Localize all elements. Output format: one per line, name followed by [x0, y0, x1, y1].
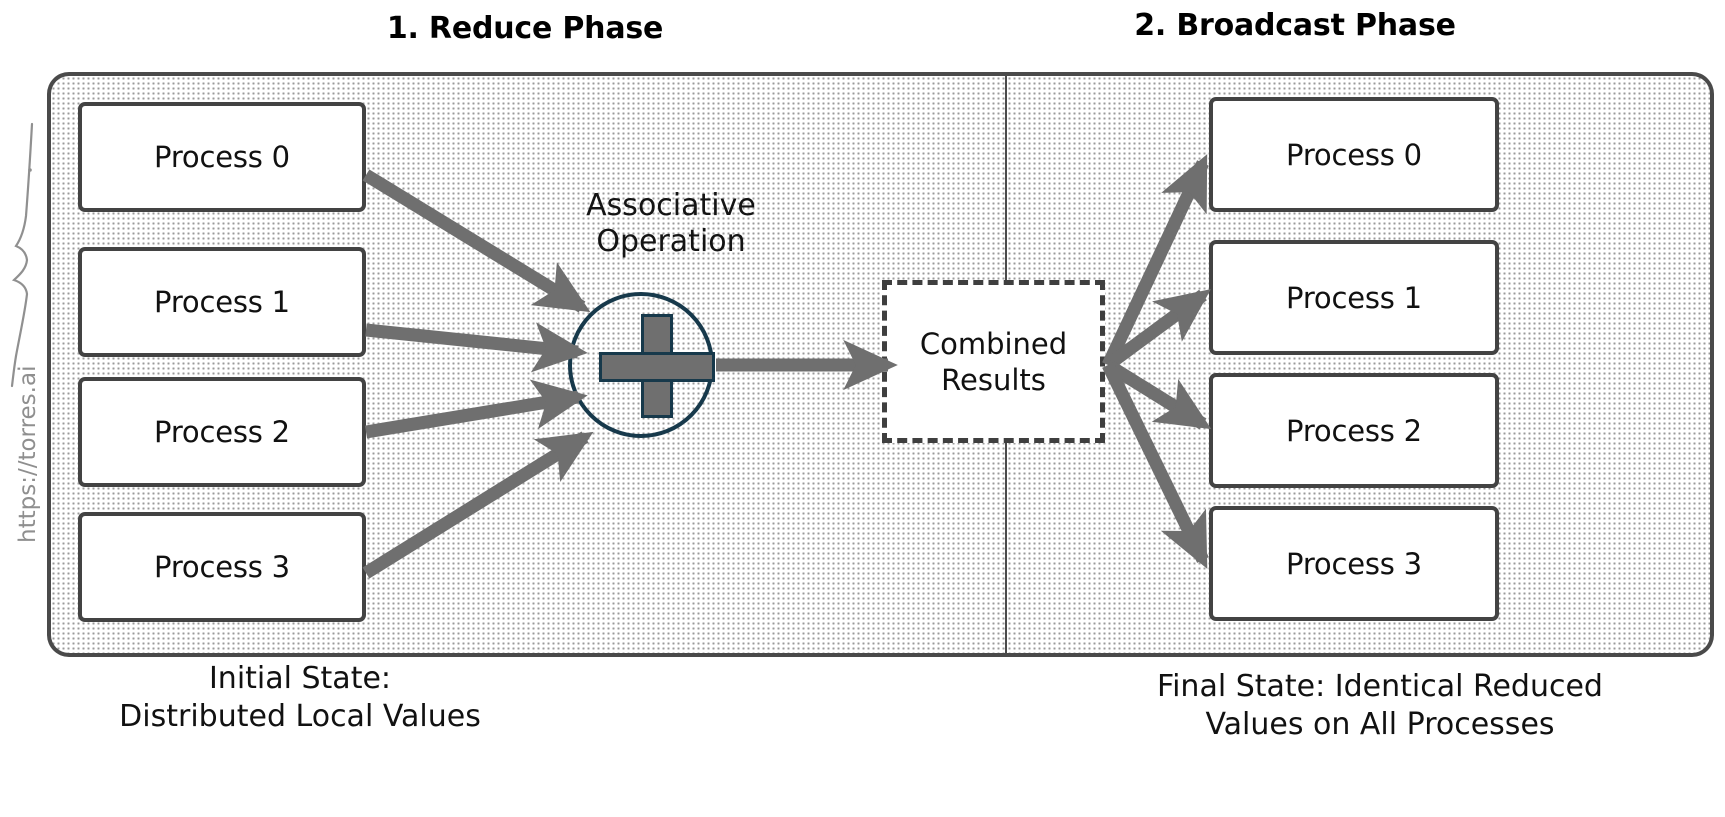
- broadcast-process-label-3: Process 3: [1286, 546, 1422, 581]
- reduce-process-label-0: Process 0: [154, 140, 290, 174]
- phase-title-reduce: 1. Reduce Phase: [386, 11, 664, 46]
- phase-title-broadcast: 2. Broadcast Phase: [1134, 8, 1456, 43]
- associative-operation-line2: Operation: [596, 224, 746, 259]
- caption-final-state: Final State: Identical Reduced Values on…: [1060, 668, 1700, 744]
- broadcast-process-box-2[interactable]: Process 2: [1209, 373, 1499, 488]
- reduce-process-label-1: Process 1: [154, 285, 290, 319]
- combined-results-line2: Results: [941, 362, 1046, 397]
- broadcast-process-box-3[interactable]: Process 3: [1209, 506, 1499, 621]
- caption-initial-state-line2: Distributed Local Values: [119, 699, 481, 734]
- associative-operation-label: Associative Operation: [556, 188, 786, 260]
- reduce-process-box-2[interactable]: Process 2: [78, 377, 366, 487]
- broadcast-process-label-2: Process 2: [1286, 413, 1422, 448]
- broadcast-process-label-1: Process 1: [1286, 280, 1422, 315]
- combined-results-box[interactable]: Combined Results: [882, 280, 1105, 443]
- reduce-process-box-3[interactable]: Process 3: [78, 512, 366, 622]
- reduce-process-label-3: Process 3: [154, 550, 290, 584]
- caption-initial-state-line1: Initial State:: [208, 661, 392, 696]
- caption-final-state-line1: Final State: Identical Reduced: [1157, 669, 1603, 704]
- signature-mark: [10, 122, 34, 388]
- associative-operation-line1: Associative: [586, 188, 756, 223]
- broadcast-process-label-0: Process 0: [1286, 137, 1422, 172]
- reduce-process-box-1[interactable]: Process 1: [78, 247, 366, 357]
- broadcast-process-box-1[interactable]: Process 1: [1209, 240, 1499, 355]
- caption-initial-state: Initial State: Distributed Local Values: [20, 660, 580, 736]
- plus-icon-crossbar: [599, 352, 715, 382]
- caption-final-state-line2: Values on All Processes: [1205, 707, 1555, 742]
- reduce-process-label-2: Process 2: [154, 415, 290, 449]
- combined-results-line1: Combined: [919, 326, 1068, 361]
- broadcast-process-box-0[interactable]: Process 0: [1209, 97, 1499, 212]
- reduce-process-box-0[interactable]: Process 0: [78, 102, 366, 212]
- watermark-url: https://torres.ai: [15, 365, 41, 543]
